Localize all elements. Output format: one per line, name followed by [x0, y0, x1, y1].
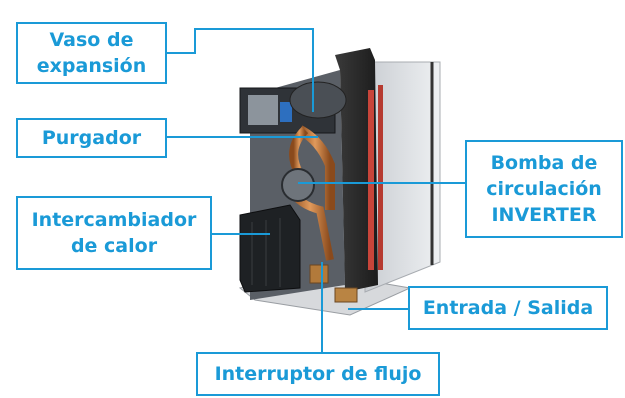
circulation-pump: [281, 168, 315, 202]
heating-strip: [378, 85, 383, 270]
label-bomba-de-circulacion: Bomba de circulación INVERTER: [465, 140, 623, 238]
label-interruptor-de-flujo: Interruptor de flujo: [196, 352, 440, 396]
heating-strip: [368, 90, 374, 270]
label-intercambiador-de-calor: Intercambiador de calor: [16, 196, 212, 270]
label-vaso-de-expansion: Vaso de expansión: [16, 22, 167, 84]
expansion-vessel: [289, 81, 347, 119]
blue-fitting: [280, 102, 292, 122]
plate-heat-exchanger: [239, 204, 301, 293]
rear-frame: [335, 48, 378, 292]
label-purgador: Purgador: [16, 118, 167, 158]
label-entrada-salida: Entrada / Salida: [408, 286, 608, 330]
flow-switch: [309, 264, 329, 284]
leader-vaso: [167, 28, 314, 112]
control-box-panel: [248, 95, 278, 125]
inlet-outlet-fitting: [334, 287, 358, 303]
